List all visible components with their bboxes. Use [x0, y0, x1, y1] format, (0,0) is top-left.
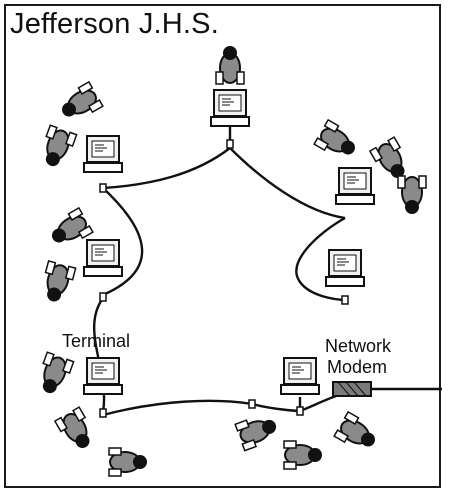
diagram-frame: [4, 4, 441, 488]
person-icon: [283, 440, 323, 470]
connector-icon: [99, 292, 107, 302]
cable-left-upper: [102, 187, 144, 297]
cable-top-right: [229, 147, 346, 220]
computer-icon: [83, 357, 123, 395]
computer-icon: [83, 135, 123, 173]
person-icon: [234, 410, 282, 452]
connector-icon: [248, 399, 256, 409]
computer-icon: [335, 167, 375, 205]
person-icon: [54, 80, 104, 127]
page-title: Jefferson J.H.S.: [10, 8, 219, 40]
person-icon: [215, 45, 245, 85]
person-icon: [53, 406, 100, 456]
person-icon: [368, 136, 415, 186]
person-icon: [44, 206, 94, 253]
cable-left-lower: [93, 297, 106, 413]
connector-icon: [226, 139, 234, 149]
cable-right-loop: [295, 216, 348, 302]
person-icon: [37, 259, 77, 306]
person-icon: [33, 351, 75, 399]
connector-icon: [99, 408, 107, 418]
person-icon: [333, 410, 383, 457]
person-icon: [36, 124, 78, 172]
connector-icon: [341, 295, 349, 305]
network-cables: [93, 125, 442, 417]
cable-bottom: [102, 388, 361, 417]
person-icon: [313, 118, 363, 165]
cable-top-left: [102, 147, 231, 190]
connector-icon: [99, 183, 107, 193]
network-modem-icon: [332, 381, 372, 397]
computer-icon: [83, 239, 123, 277]
network-modem-label-line2: Modem: [327, 357, 388, 377]
connector-icon: [296, 406, 304, 416]
network-modem-label-line1: Network: [325, 336, 392, 356]
computer-icon: [280, 357, 320, 395]
computer-icon: [210, 89, 250, 127]
computer-icon: [325, 249, 365, 287]
terminal-label: Terminal: [62, 331, 131, 351]
person-icon: [397, 175, 427, 215]
person-icon: [108, 447, 148, 477]
